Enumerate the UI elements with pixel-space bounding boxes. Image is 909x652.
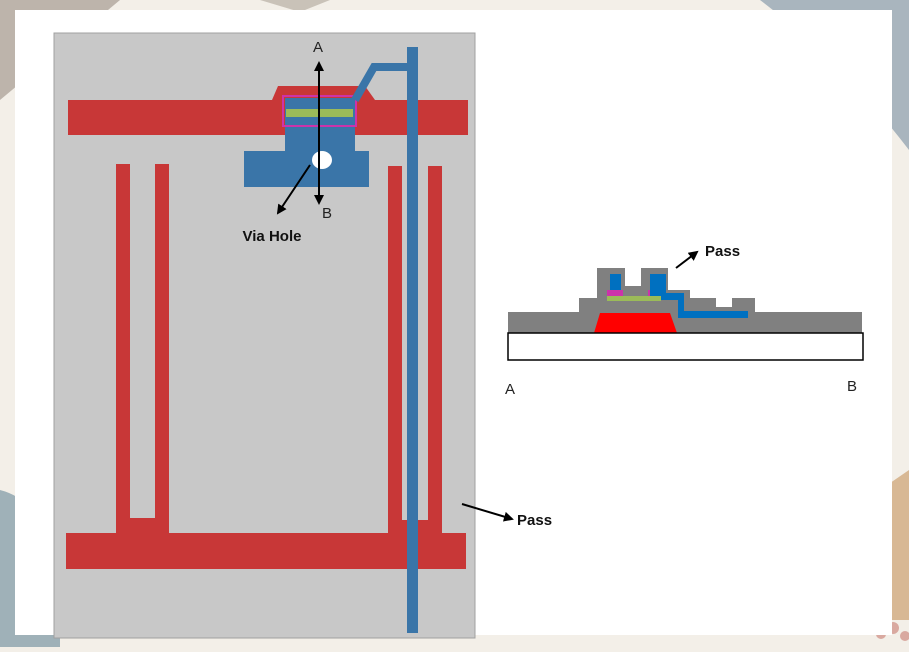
label-b-top: B bbox=[322, 205, 332, 222]
gate-finger-right-2 bbox=[428, 166, 442, 536]
gate-finger-left-2 bbox=[155, 164, 169, 536]
label-b-cross: B bbox=[847, 378, 857, 395]
label-a-top: A bbox=[313, 39, 323, 56]
passivation-layer bbox=[508, 268, 862, 333]
gate-finger-right-1 bbox=[388, 166, 402, 536]
gate-finger-left-base bbox=[116, 518, 169, 536]
via-hole-arrow bbox=[276, 164, 311, 215]
contact-left-cross bbox=[607, 290, 623, 296]
gate-finger-left-1 bbox=[116, 164, 130, 536]
drain-metal-cross bbox=[650, 274, 748, 318]
corner-shape-top-mid bbox=[260, 0, 330, 12]
data-line bbox=[407, 47, 418, 633]
cross-section: A B Pass bbox=[505, 243, 864, 398]
semiconductor-cross bbox=[607, 296, 661, 301]
pass-arrow-right bbox=[675, 250, 699, 269]
gate-electrode-cross bbox=[594, 313, 677, 333]
gate-bar-bottom bbox=[66, 533, 466, 569]
label-a-cross: A bbox=[505, 381, 515, 398]
data-line-connector bbox=[351, 63, 412, 102]
label-pass-bottom: Pass bbox=[517, 512, 552, 529]
gate-bar-top bbox=[68, 100, 468, 135]
pass-arrow-bottom bbox=[461, 503, 514, 522]
label-pass-right: Pass bbox=[705, 243, 740, 260]
source-metal-cross bbox=[610, 274, 621, 290]
top-view: A B Via Hole bbox=[53, 32, 476, 639]
substrate bbox=[507, 332, 864, 361]
label-via-hole: Via Hole bbox=[243, 228, 302, 245]
via-hole bbox=[312, 151, 332, 169]
